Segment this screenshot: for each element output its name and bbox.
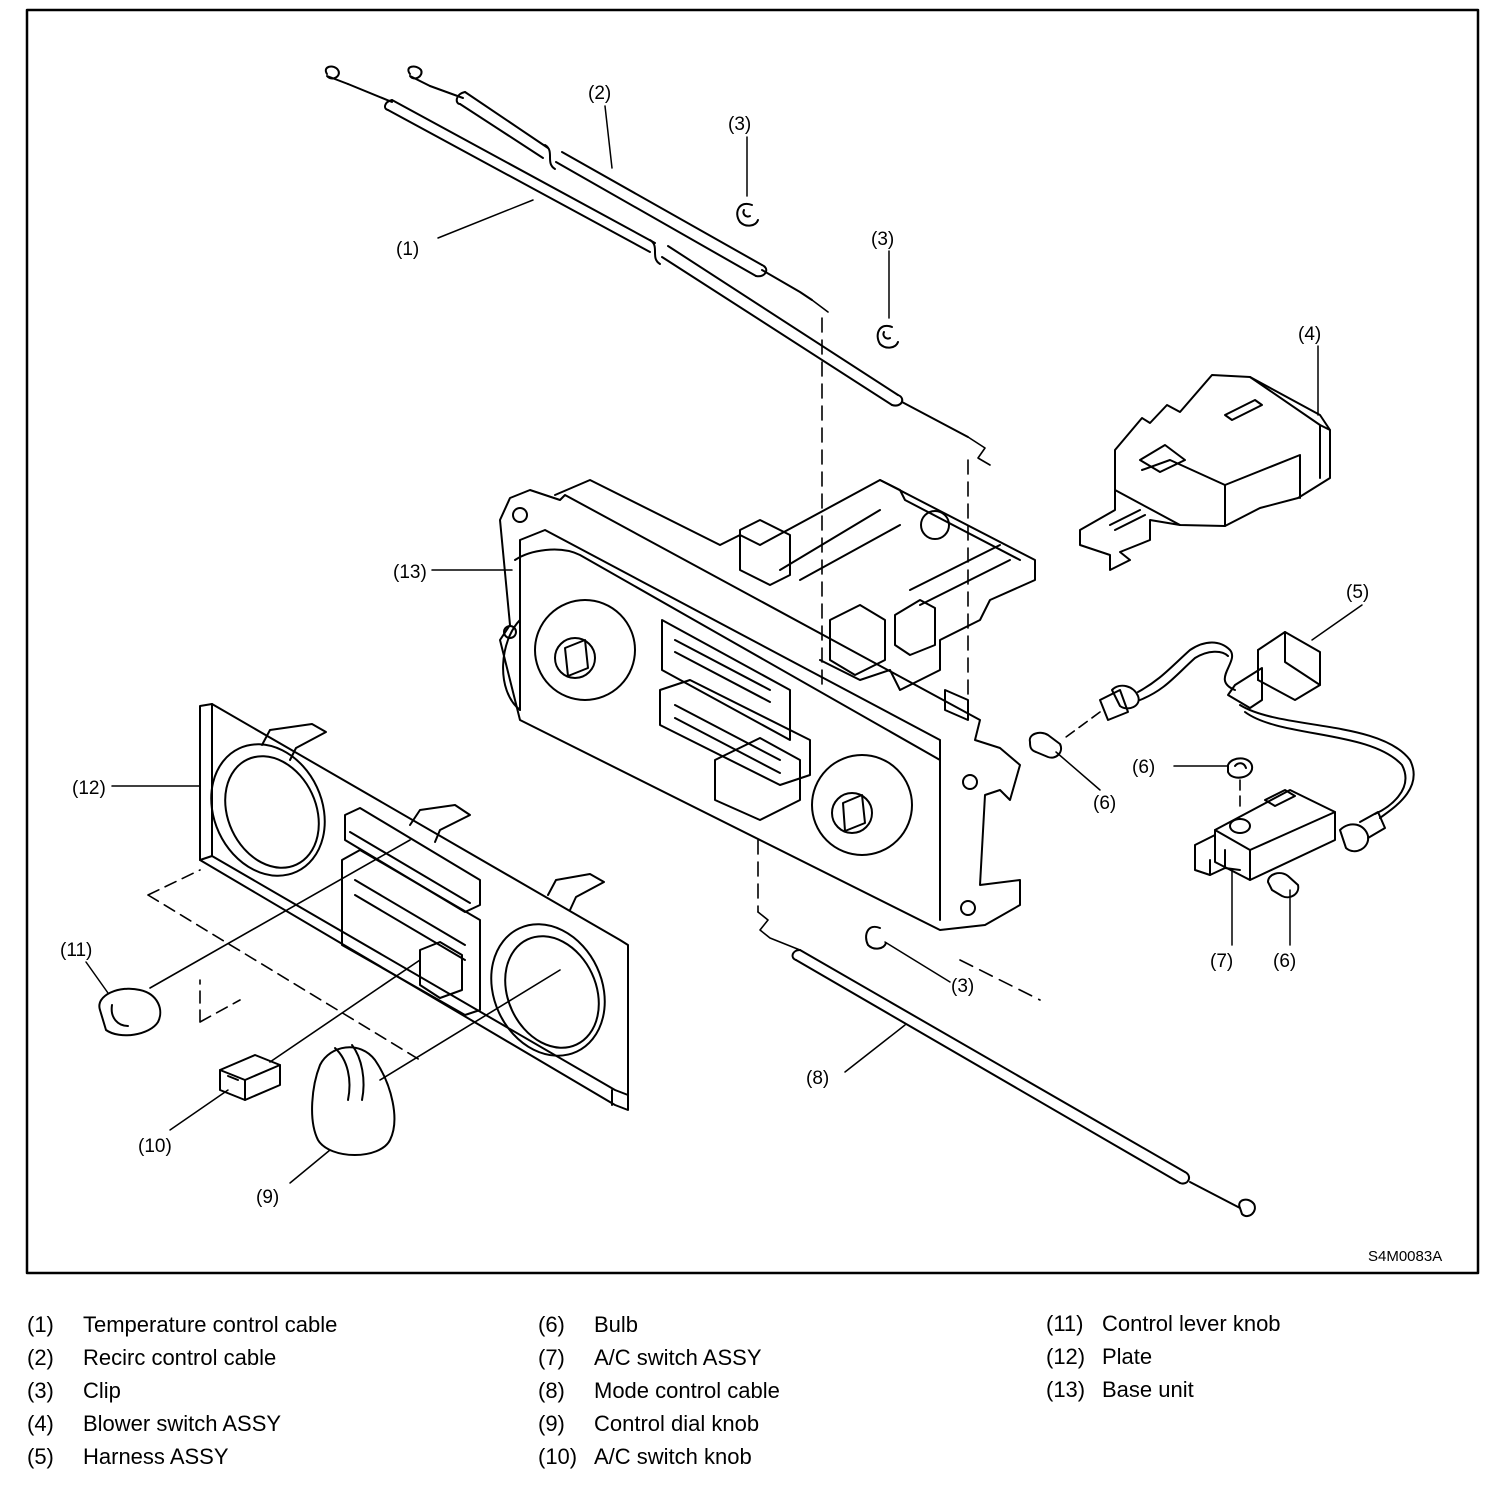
diagram-frame	[25, 8, 1480, 1275]
legend-name-7: A/C switch ASSY	[594, 1345, 762, 1370]
callout-6-upper: (6)	[1132, 757, 1155, 778]
part-callouts: (1) (2) (3) (3) (3) (4) (5) (6) (6) (6) …	[60, 83, 1442, 1265]
recirc-control-cable	[407, 65, 813, 301]
figure-code: S4M0083A	[1368, 1248, 1442, 1265]
legend-num-13: (13)	[1046, 1377, 1086, 1402]
clip-lower	[865, 925, 887, 950]
exploded-parts-diagram: (1) (2) (3) (3) (3) (4) (5) (6) (6) (6) …	[25, 8, 1480, 1275]
temperature-control-cable	[324, 65, 969, 438]
bulb-a	[1028, 731, 1062, 759]
legend-num-5: (5)	[27, 1444, 54, 1469]
leader-lines	[85, 105, 1363, 1184]
callout-13: (13)	[393, 562, 427, 583]
legend-num-1: (1)	[27, 1312, 54, 1337]
callout-8: (8)	[806, 1068, 829, 1089]
callout-12: (12)	[72, 778, 106, 799]
legend-num-4: (4)	[27, 1411, 54, 1436]
legend-name-6: Bulb	[594, 1312, 639, 1337]
clip-middle	[876, 324, 899, 349]
legend-num-2: (2)	[27, 1345, 54, 1370]
legend-num-6: (6)	[538, 1312, 565, 1337]
clip-upper	[736, 202, 759, 227]
callout-1: (1)	[396, 239, 419, 260]
routing-lines	[757, 317, 1041, 1001]
legend-num-8: (8)	[538, 1378, 565, 1403]
legend-name-5: Harness ASSY	[83, 1444, 229, 1469]
mode-control-cable	[757, 911, 1256, 1218]
legend-name-1: Temperature control cable	[83, 1312, 338, 1337]
legend-num-10: (10)	[538, 1444, 578, 1469]
legend-name-3: Clip	[83, 1378, 121, 1403]
bulb-b	[1227, 757, 1254, 779]
control-lever-knob	[98, 987, 162, 1037]
base-unit	[499, 479, 1036, 931]
callout-7: (7)	[1210, 951, 1233, 972]
callout-3-lower: (3)	[951, 976, 974, 997]
callout-3-upper: (3)	[728, 114, 751, 135]
legend-num-11: (11)	[1046, 1311, 1084, 1336]
callout-5: (5)	[1346, 582, 1369, 603]
callout-9: (9)	[256, 1187, 279, 1208]
callout-6-lower: (6)	[1273, 951, 1296, 972]
legend-num-12: (12)	[1046, 1344, 1086, 1369]
callout-2: (2)	[588, 83, 611, 104]
legend-name-4: Blower switch ASSY	[83, 1411, 282, 1436]
legend-name-12: Plate	[1102, 1344, 1153, 1369]
blower-switch-assy	[1079, 374, 1331, 571]
callout-3-middle: (3)	[871, 229, 894, 250]
legend-name-8: Mode control cable	[594, 1378, 780, 1403]
callout-11: (11)	[60, 940, 92, 961]
legend-num-7: (7)	[538, 1345, 565, 1370]
legend-name-13: Base unit	[1102, 1377, 1194, 1402]
legend-num-9: (9)	[538, 1411, 565, 1436]
legend-num-3: (3)	[27, 1378, 54, 1403]
legend-name-11: Control lever knob	[1102, 1311, 1281, 1336]
bulb-c	[1267, 872, 1300, 899]
ac-switch-knob	[219, 1054, 281, 1101]
control-dial-knob	[311, 1044, 396, 1156]
harness-assy	[1099, 631, 1415, 853]
ac-switch-assy	[1194, 789, 1336, 881]
callout-4: (4)	[1298, 324, 1321, 345]
callout-10: (10)	[138, 1136, 172, 1157]
legend-name-10: A/C switch knob	[594, 1444, 752, 1469]
legend-name-9: Control dial knob	[594, 1411, 760, 1436]
plate	[199, 703, 629, 1111]
legend-name-2: Recirc control cable	[83, 1345, 277, 1370]
callout-6-middle: (6)	[1093, 793, 1116, 814]
